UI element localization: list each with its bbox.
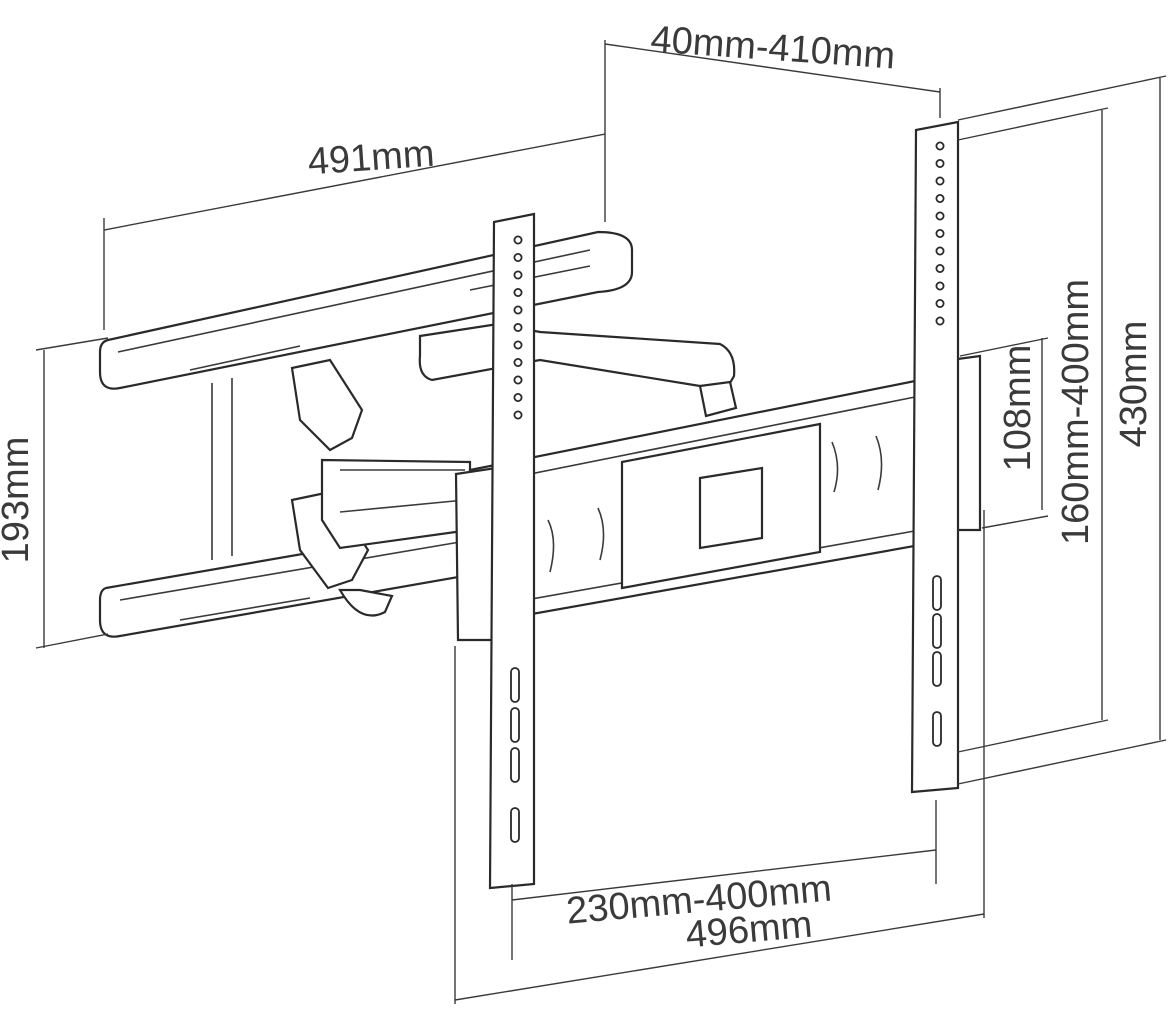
label-arm-extension: 491mm <box>306 133 435 184</box>
mounting-hole <box>513 270 523 280</box>
mounting-hole <box>935 298 945 308</box>
mounting-hole <box>935 193 945 203</box>
mounting-hole <box>513 357 523 367</box>
mounting-hole <box>935 263 945 273</box>
mounting-slot <box>510 747 520 783</box>
mounting-hole <box>935 281 945 291</box>
mounting-hole <box>513 392 523 402</box>
mounting-hole <box>935 228 945 238</box>
mounting-hole <box>513 375 523 385</box>
mounting-hole <box>935 211 945 221</box>
mounting-hole <box>935 176 945 186</box>
label-vertical-range: 160mm-400mm <box>1055 279 1097 545</box>
label-plate-offset: 40mm-410mm <box>649 19 896 78</box>
mounting-hole <box>513 287 523 297</box>
mounting-hole <box>935 141 945 151</box>
cross-bar <box>454 354 982 642</box>
label-bar-height: 108mm <box>997 345 1039 472</box>
mounting-hole <box>935 158 945 168</box>
mounting-hole <box>513 252 523 262</box>
mounting-slot <box>510 807 520 843</box>
mounting-hole <box>935 246 945 256</box>
mounting-hole <box>513 235 523 245</box>
mounting-slot <box>932 575 942 611</box>
mounting-slot <box>932 613 942 649</box>
label-wall-plate-height: 193mm <box>0 437 37 564</box>
mounting-slot <box>510 667 520 703</box>
mounting-slot <box>510 707 520 743</box>
vertical-bracket-left <box>488 212 536 890</box>
mounting-hole <box>513 305 523 315</box>
mounting-slot <box>932 651 942 687</box>
mounting-hole <box>513 410 523 420</box>
dimension-lines <box>35 40 1167 1004</box>
mounting-hole <box>513 340 523 350</box>
mounting-hole <box>935 316 945 326</box>
vertical-bracket-right <box>910 120 960 794</box>
mounting-hole <box>513 322 523 332</box>
mounting-slot <box>932 711 942 747</box>
label-total-height: 430mm <box>1113 321 1155 448</box>
